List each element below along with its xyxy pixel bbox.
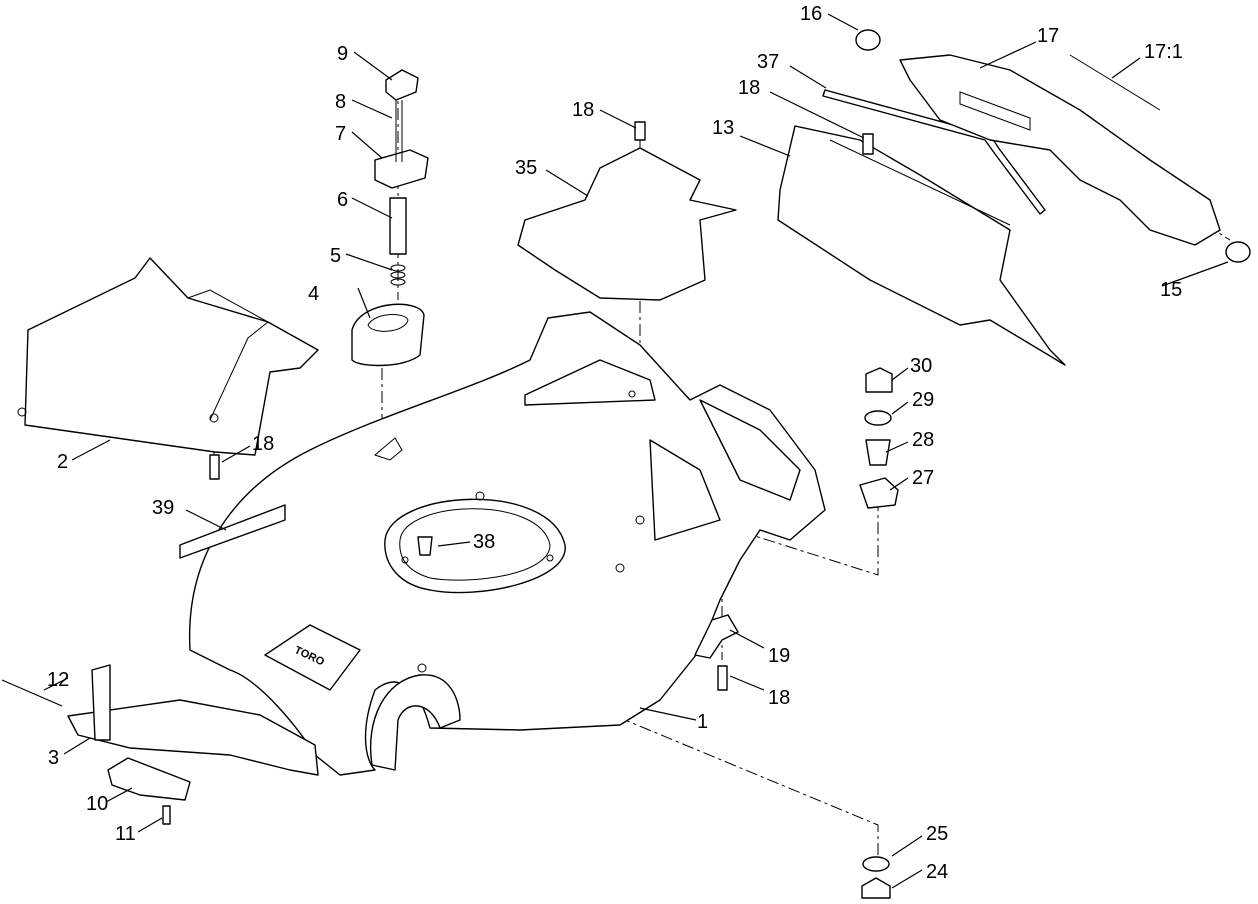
callout-24: 24 [926, 861, 948, 883]
part-27-nut [859, 477, 899, 509]
callout-35: 35 [515, 157, 537, 179]
part-29-washer [864, 410, 892, 426]
part-24-nut [861, 877, 891, 899]
callout-28: 28 [912, 429, 934, 451]
callout-4: 4 [308, 283, 319, 305]
callout-25: 25 [926, 823, 948, 845]
part-38-screw [417, 536, 433, 556]
callout-39: 39 [152, 497, 174, 519]
callout-11: 11 [115, 823, 136, 845]
part-25-washer [862, 856, 890, 872]
callout-38: 38 [473, 531, 495, 553]
part-17-handle [899, 54, 1221, 246]
part-3-rear-door [67, 664, 319, 776]
part-2-rear-baffle [17, 257, 319, 480]
part-8-pins [395, 100, 403, 162]
part-39-decal [179, 504, 286, 559]
leader-lines [43, 13, 1229, 889]
part-5-spring [390, 264, 406, 286]
callout-12: 12 [47, 669, 69, 691]
part-7-cap [374, 149, 429, 189]
part-11-screw [162, 805, 171, 825]
callout-30: 30 [910, 355, 932, 377]
callout-17: 17 [1037, 25, 1059, 47]
callout-8: 8 [335, 91, 346, 113]
callout-18-top: 18 [572, 99, 594, 121]
part-30-plug [865, 367, 893, 393]
callout-10: 10 [86, 793, 108, 815]
callout-15: 15 [1160, 279, 1182, 301]
callout-17-1: 17:1 [1144, 41, 1183, 63]
part-19-bracket [694, 614, 739, 659]
callout-37: 37 [757, 51, 779, 73]
callout-18-lower: 18 [768, 687, 790, 709]
part-35-baffle [517, 121, 737, 301]
part-4-knob-housing [351, 303, 425, 367]
part-12-rod [1, 679, 63, 707]
part-15-spring [1225, 241, 1251, 263]
callout-18-side: 18 [738, 77, 760, 99]
part-16-spring [855, 29, 881, 51]
callout-18-rear: 18 [252, 433, 274, 455]
callout-29: 29 [912, 389, 934, 411]
part-6-shaft [389, 197, 407, 255]
part-28-insert [865, 439, 891, 466]
callout-7: 7 [335, 123, 346, 145]
callout-5: 5 [330, 245, 341, 267]
part-1-mower-deck: TORO [188, 311, 826, 776]
callout-27: 27 [912, 467, 934, 489]
part-13-side-baffle [777, 125, 1066, 366]
callout-9: 9 [337, 43, 348, 65]
part-18-screw-lower [717, 665, 728, 691]
callout-labels: 1 2 3 4 5 6 7 8 9 10 11 12 13 15 16 17 1… [47, 3, 1183, 883]
callout-2: 2 [57, 451, 68, 473]
callout-3: 3 [48, 747, 59, 769]
callout-16: 16 [800, 3, 822, 25]
callout-6: 6 [337, 189, 348, 211]
callout-1: 1 [697, 711, 708, 733]
part-9-knob [385, 69, 419, 101]
callout-13: 13 [712, 117, 734, 139]
callout-19: 19 [768, 645, 790, 667]
